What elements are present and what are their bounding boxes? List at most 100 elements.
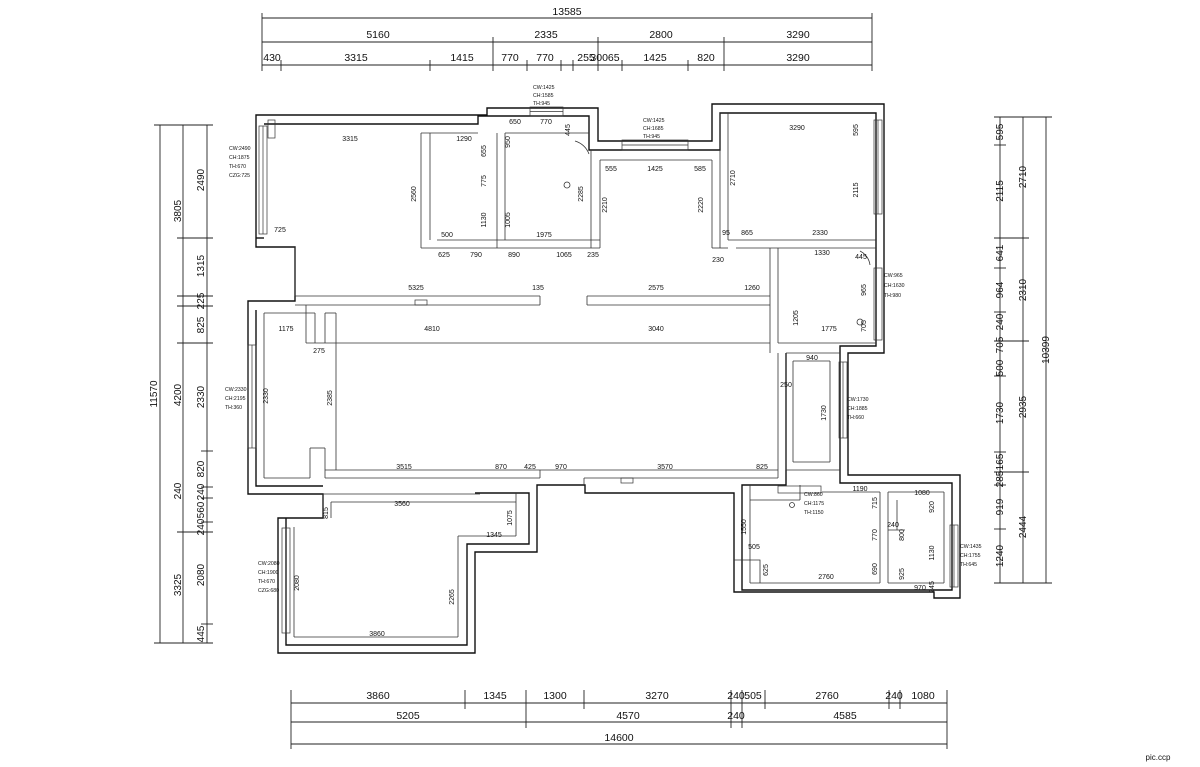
dim-bot-2-1: 5205: [396, 710, 420, 722]
room-dim-250: 250: [780, 382, 792, 389]
w9-note-2: CH:1755: [960, 553, 981, 559]
dim-bot-total: 14600: [604, 732, 633, 744]
room-dim-2265: 2265: [449, 589, 456, 605]
dim-bot-1-9: 1080: [911, 690, 935, 702]
dim-left-2: 11570: [149, 380, 160, 408]
room-dim-770: 770: [540, 119, 552, 126]
w6-note-3: TH:660: [847, 415, 864, 421]
dim-right-15: 2935: [1018, 395, 1029, 418]
room-dim-655: 655: [481, 145, 488, 157]
room-dim-1190: 1190: [852, 486, 867, 493]
dim-left-16: 445: [196, 625, 207, 642]
room-dim-2115: 2115: [853, 182, 860, 197]
room-dim-2575: 2575: [648, 285, 664, 292]
dim-right-5: 240: [995, 313, 1006, 330]
w4-note-2: CH:1630: [884, 283, 905, 289]
room-dim-1130: 1130: [481, 212, 488, 227]
dim-top-3-9: 820: [697, 52, 715, 64]
w8-note-2: CH:1900: [258, 570, 279, 576]
w4-note-1: CW:965: [884, 273, 903, 279]
w3-note-3: TH:945: [643, 134, 660, 140]
room-dim-1005: 1005: [505, 212, 512, 228]
room-dim-925: 925: [899, 568, 906, 580]
room-dim-1080: 1080: [914, 490, 930, 497]
w7-note-3: TH:1150: [804, 510, 824, 516]
dim-top-3-7: 30065: [590, 52, 619, 64]
dim-bot-1-3: 1300: [543, 690, 567, 702]
room-dim-1425: 1425: [647, 166, 663, 173]
dim-right-2: 2115: [995, 180, 1006, 202]
dim-left-15: 2080: [196, 563, 207, 586]
room-dim-625b: 625: [763, 564, 770, 576]
room-dim-1290: 1290: [456, 136, 472, 143]
room-dim-505: 505: [748, 544, 760, 551]
dim-top-2-4: 3290: [786, 29, 810, 41]
dim-right-3: 641: [995, 244, 1006, 261]
room-dim-625: 625: [438, 252, 450, 259]
room-dim-1345: 1345: [486, 532, 502, 539]
windows: [247, 106, 959, 634]
room-dim-825: 825: [756, 464, 768, 471]
room-dim-970b: 970: [914, 585, 926, 592]
room-dim-1775: 1775: [821, 326, 837, 333]
window-notes: CW:2490 CH:1875 TH:670 CZG:725 CW:1425 C…: [225, 85, 982, 594]
dim-top-3-10: 3290: [786, 52, 810, 64]
room-dim-4810: 4810: [424, 326, 440, 333]
room-dim-425: 425: [524, 464, 536, 471]
dim-bot-1-7: 2760: [815, 690, 839, 702]
room-dim-585: 585: [694, 166, 706, 173]
room-dim-1065: 1065: [556, 252, 572, 259]
room-dim-500: 500: [441, 232, 453, 239]
room-dim-1260: 1260: [744, 285, 760, 292]
w2-note-2: CH:1585: [533, 93, 554, 99]
dim-left-9: 2330: [196, 385, 207, 408]
room-dim-245: 245: [929, 581, 936, 593]
dim-left-14: 240: [196, 518, 207, 535]
dim-left-4: 225: [196, 292, 207, 309]
room-dim-3315: 3315: [342, 136, 358, 143]
room-dim-725: 725: [274, 227, 286, 234]
room-dim-870: 870: [495, 464, 507, 471]
dim-right-7: 500: [995, 359, 1006, 376]
room-dim-770b: 770: [872, 529, 879, 541]
dim-left-3: 1315: [196, 254, 207, 277]
room-dim-275: 275: [313, 348, 325, 355]
w4-note-3: TH:980: [884, 293, 901, 299]
w3-note-2: CH:1685: [643, 126, 664, 132]
dim-bot-1-4: 3270: [645, 690, 669, 702]
top-dimension-chains: 13585 5160 2335 2800 3290 430 3315 1415 …: [261, 6, 873, 71]
w9-note-3: TH:645: [960, 562, 977, 568]
w2-note-3: TH:945: [533, 101, 550, 107]
dim-bot-1-6: 505: [744, 690, 762, 702]
w6-note-1: CW:1730: [847, 397, 869, 403]
room-dim-2080: 2080: [294, 575, 301, 591]
dim-bot-2-3: 240: [727, 710, 745, 722]
dim-right-8: 1730: [995, 401, 1006, 424]
w7-note-1: CW:860: [804, 492, 823, 498]
room-dim-790: 790: [470, 252, 482, 259]
room-dim-920: 920: [929, 501, 936, 513]
room-dim-2710: 2710: [730, 170, 737, 186]
dim-right-14: 2310: [1018, 278, 1029, 301]
room-dim-800: 800: [899, 529, 906, 541]
room-dim-1205: 1205: [793, 310, 800, 326]
dim-top-3-6: 255: [577, 52, 595, 64]
w5-note-3: TH:360: [225, 405, 242, 411]
dim-top-3-4: 770: [501, 52, 519, 64]
room-dim-775: 775: [481, 175, 488, 187]
dim-right-1: 595: [995, 123, 1006, 140]
room-dim-2220: 2220: [698, 197, 705, 213]
room-dim-2285: 2285: [578, 186, 585, 202]
w9-note-1: CW:1435: [960, 544, 982, 550]
dim-left-8: 2490: [196, 168, 207, 191]
room-dim-940: 940: [806, 355, 818, 362]
dim-left-11: 240: [173, 482, 184, 499]
room-dim-865: 865: [741, 230, 753, 237]
dim-left-7: 3325: [173, 573, 184, 596]
w1-note-3: TH:670: [229, 164, 246, 170]
dim-top-3-8: 1425: [643, 52, 667, 64]
dim-bot-1-8: 240: [885, 690, 903, 702]
dim-right-4: 964: [995, 281, 1006, 298]
room-dim-650: 650: [509, 119, 521, 126]
w8-note-1: CW:2080: [258, 561, 280, 567]
